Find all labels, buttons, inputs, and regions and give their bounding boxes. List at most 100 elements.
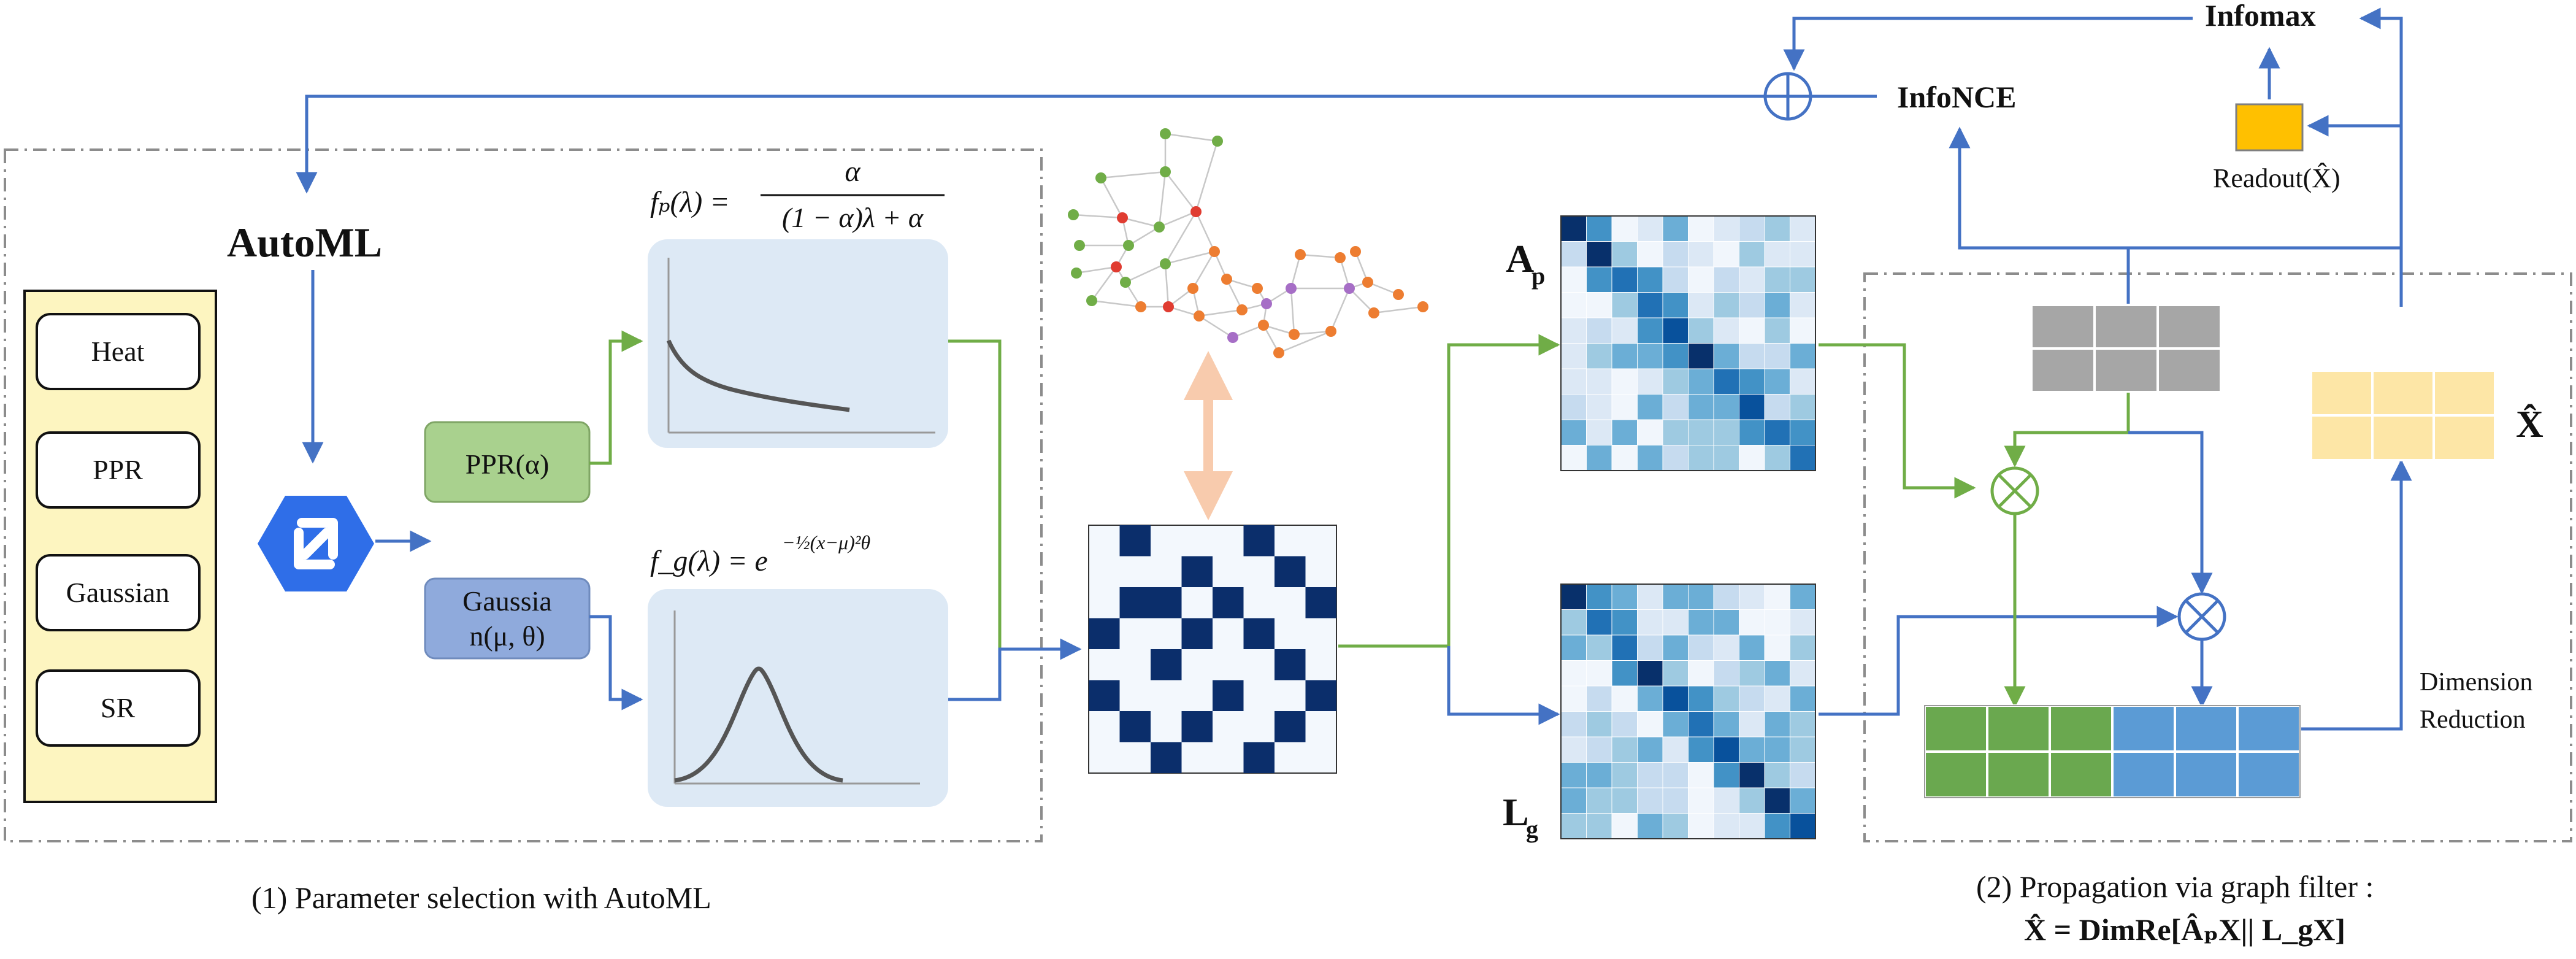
graph-edge: [1165, 171, 1197, 212]
gaussian-button[interactable]: [424, 577, 591, 660]
graph-edge: [1076, 266, 1117, 274]
automl-label: AutoML: [227, 219, 382, 266]
heatmap-cell: [1713, 368, 1739, 395]
filter-type-sr[interactable]: [36, 669, 201, 747]
heatmap-cell: [1764, 609, 1790, 636]
adjacency-cell: [1181, 556, 1213, 587]
graph-node: [1194, 310, 1205, 322]
graph-node: [1227, 332, 1238, 343]
heatmap-cell: [1611, 660, 1638, 687]
heatmap-cell: [1586, 660, 1612, 687]
graph-node: [1289, 329, 1300, 340]
heatmap-cell: [1688, 343, 1714, 369]
multiply-green-icon: [1990, 466, 2039, 515]
adjacency-cell: [1089, 618, 1120, 649]
heatmap-cell: [1739, 685, 1765, 712]
heatmap-cell: [1739, 445, 1765, 471]
matrix-block: [2049, 750, 2114, 799]
heatmap-cell: [1611, 419, 1638, 445]
heatmap-cell: [1739, 394, 1765, 420]
heatmap-cell: [1586, 241, 1612, 268]
heatmap-cell: [1586, 292, 1612, 318]
dimension-reduction-label-2: Reduction: [2420, 706, 2526, 734]
heatmap-cell: [1586, 419, 1612, 445]
heatmap-cell: [1586, 215, 1612, 242]
heatmap-cell: [1713, 609, 1739, 636]
adjacency-cell: [1119, 525, 1151, 557]
heatmap-cell: [1764, 787, 1790, 814]
filter-type-heat[interactable]: [36, 313, 201, 390]
heatmap-cell: [1790, 266, 1816, 293]
heatmap-cell: [1637, 660, 1663, 687]
heatmap-cell: [1790, 343, 1816, 369]
heatmap-cell: [1739, 266, 1765, 293]
graph-edge: [1073, 214, 1123, 219]
graph-node: [1221, 274, 1232, 285]
graph-node: [1209, 246, 1220, 257]
adjacency-cell: [1213, 680, 1244, 711]
heatmap-cell: [1764, 445, 1790, 471]
heatmap-cell: [1560, 609, 1587, 636]
heatmap-cell: [1764, 394, 1790, 420]
graph-node: [1258, 320, 1269, 331]
heatmap-cell: [1713, 343, 1739, 369]
graph-node: [1071, 268, 1082, 279]
right-region-box: [1863, 272, 2572, 842]
filter-type-ppr[interactable]: [36, 431, 201, 509]
heatmap-cell: [1586, 634, 1612, 661]
heatmap-cell: [1688, 660, 1714, 687]
heatmap-cell: [1637, 813, 1663, 839]
matrix-block: [2310, 369, 2374, 417]
heatmap-cell: [1586, 343, 1612, 369]
graph-node: [1236, 304, 1248, 315]
heatmap-cell: [1637, 241, 1663, 268]
heatmap-cell: [1611, 634, 1638, 661]
heatmap-cell: [1790, 419, 1816, 445]
adjacency-cell: [1243, 742, 1275, 773]
svg-text:p: p: [1531, 262, 1545, 290]
graph-node: [1212, 136, 1223, 147]
heatmap-cell: [1764, 583, 1790, 610]
matrix-block: [2310, 414, 2374, 461]
graph-node: [1273, 347, 1284, 358]
graph-node: [1154, 221, 1165, 233]
readout-box: [2235, 103, 2304, 152]
heatmap-cell: [1739, 215, 1765, 242]
graph-node: [1095, 172, 1106, 183]
heatmap-cell: [1764, 343, 1790, 369]
graph-edge: [1300, 253, 1341, 259]
filter-type-label: Gaussian: [66, 577, 170, 608]
heatmap-cell: [1611, 317, 1638, 344]
filter-type-gaussian[interactable]: [36, 554, 201, 631]
adjacency-cell: [1243, 618, 1275, 649]
heatmap-cell: [1688, 419, 1714, 445]
heatmap-cell: [1790, 813, 1816, 839]
heatmap-cell: [1790, 292, 1816, 318]
gaussian-button-label-2: n(μ, θ): [469, 620, 545, 652]
heatmap-cell: [1713, 266, 1739, 293]
caption-left: (1) Parameter selection with AutoML: [251, 880, 711, 915]
matrix-block: [1986, 750, 2051, 799]
heatmap-cell: [1611, 685, 1638, 712]
svg-text:fₚ(λ) =: fₚ(λ) =: [650, 186, 730, 218]
heatmap-cell: [1637, 343, 1663, 369]
heatmap-cell: [1637, 685, 1663, 712]
caption-right-1: (2) Propagation via graph filter :: [1976, 869, 2374, 904]
svg-text:L: L: [1503, 790, 1529, 834]
graph-node: [1187, 283, 1198, 294]
graph-node: [1335, 252, 1346, 263]
graph-node: [1368, 307, 1379, 318]
graph-edge: [1349, 288, 1374, 314]
heatmap-cell: [1560, 736, 1587, 763]
heatmap-cell: [1662, 368, 1689, 395]
heatmap-cell: [1560, 419, 1587, 445]
heatmap-cell: [1560, 241, 1587, 268]
feedback-loop: [296, 7, 2403, 307]
svg-text:A: A: [1506, 237, 1534, 280]
heatmap-cell: [1713, 711, 1739, 738]
heatmap-cell: [1586, 787, 1612, 814]
heatmap-cell: [1739, 787, 1765, 814]
heatmap-cell: [1611, 762, 1638, 788]
infonce-label: InfoNCE: [1897, 80, 2016, 114]
dimension-reduction-label-1: Dimension: [2420, 668, 2532, 696]
